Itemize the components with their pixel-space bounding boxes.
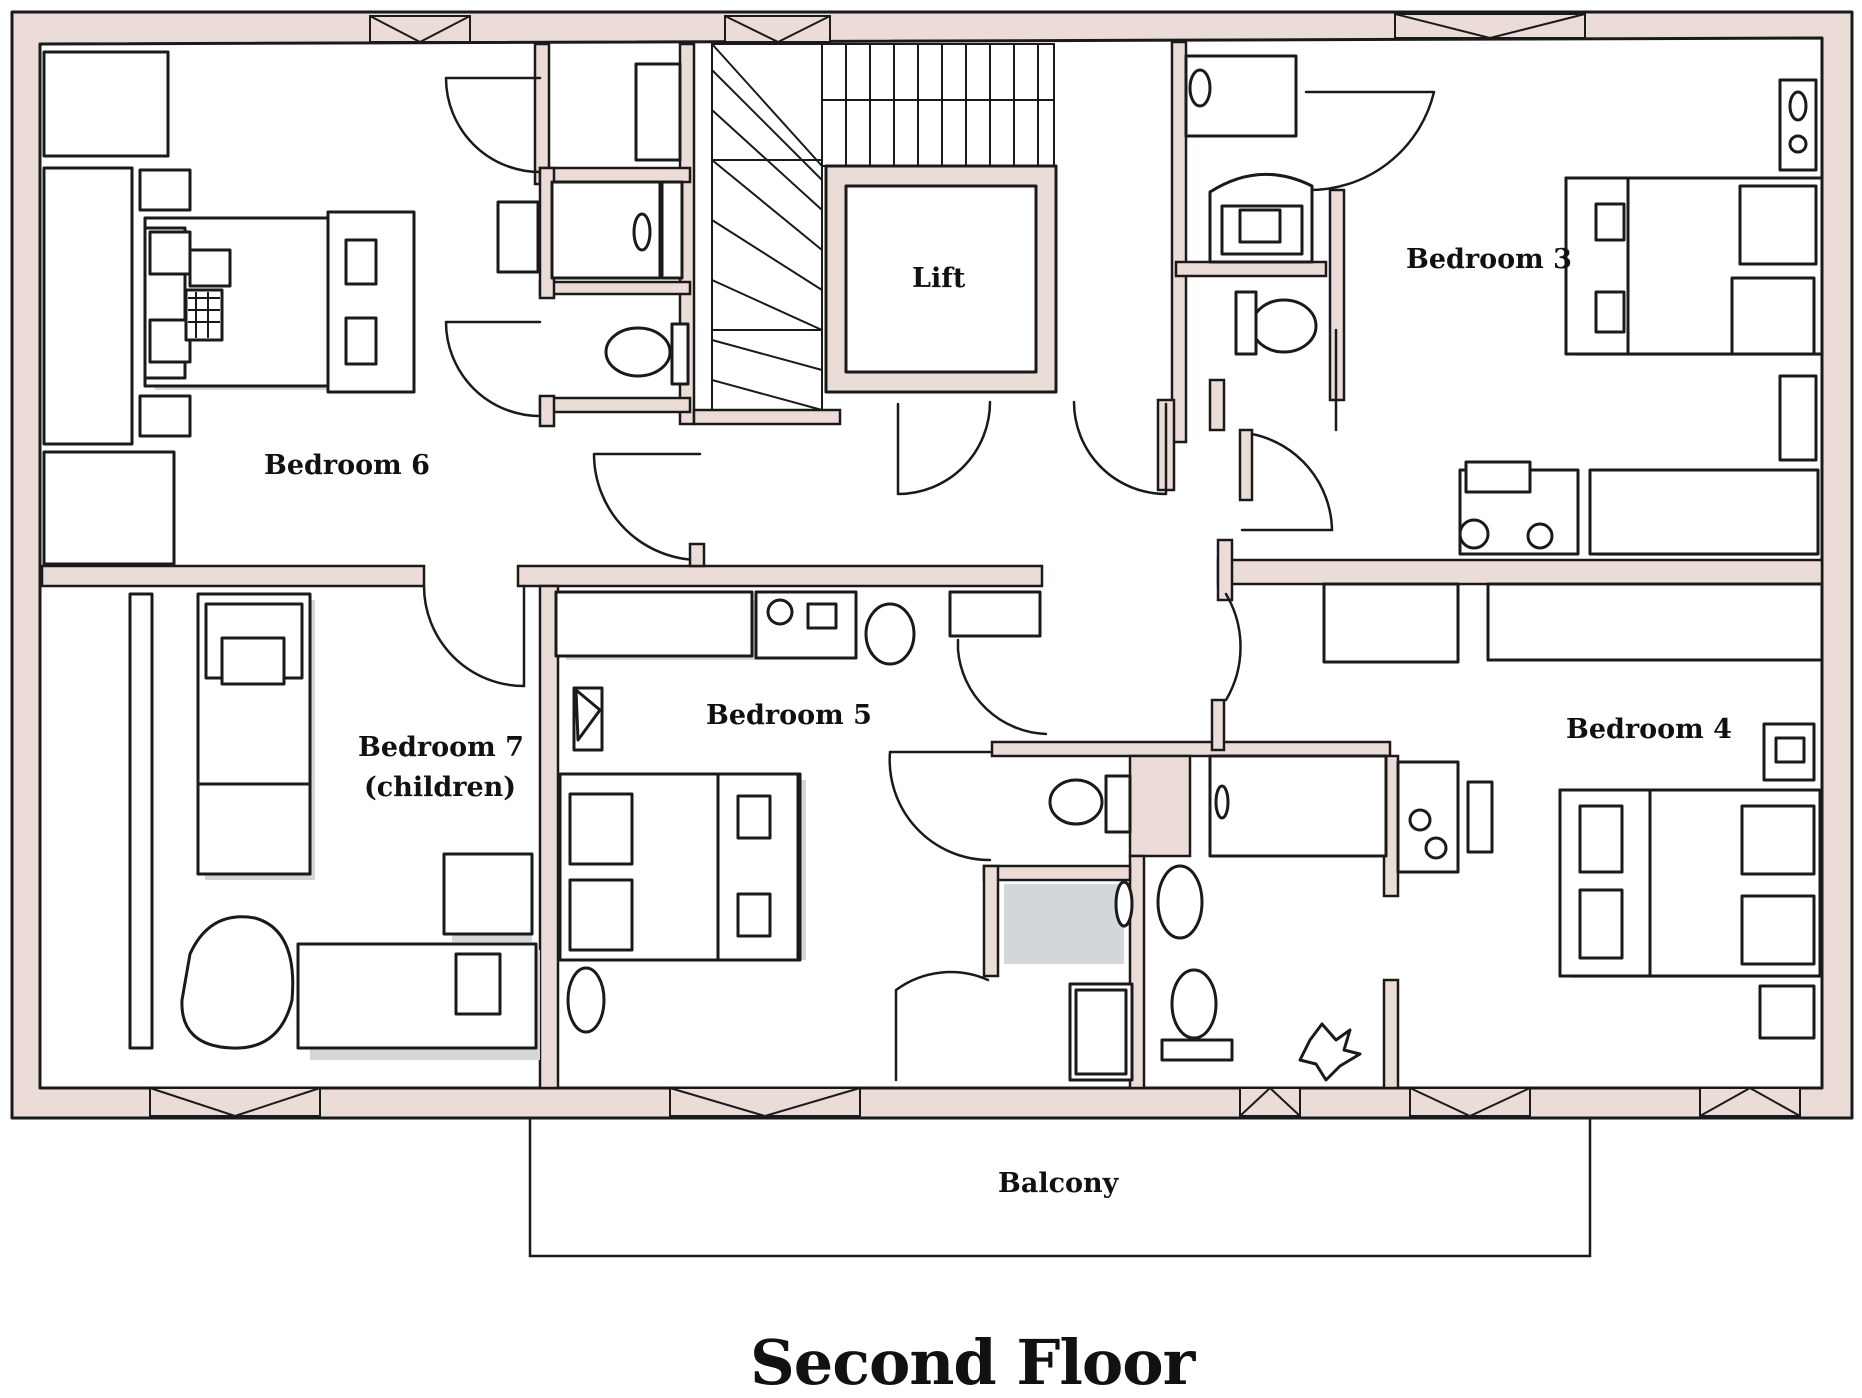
label-bedroom-6: Bedroom 6	[264, 450, 430, 481]
interior-walls	[40, 40, 1824, 1090]
room-labels: Lift Bedroom 3 Bedroom 6 Bedroom 5 Bedro…	[264, 244, 1732, 1199]
staircase	[711, 43, 1055, 411]
doors	[422, 76, 1436, 1082]
floor-title: Second Floor	[750, 1326, 1197, 1398]
label-bedroom-7-line1: Bedroom 7	[358, 732, 524, 763]
windows	[149, 13, 1801, 1118]
furniture	[42, 50, 1824, 1082]
label-bedroom-7-line2: (children)	[364, 772, 516, 803]
label-bedroom-3: Bedroom 3	[1406, 244, 1572, 275]
label-bedroom-5: Bedroom 5	[706, 700, 872, 731]
label-bedroom-4: Bedroom 4	[1566, 714, 1732, 745]
outer-walls	[10, 10, 1854, 1120]
label-lift: Lift	[912, 263, 966, 294]
label-balcony: Balcony	[998, 1168, 1120, 1199]
balcony	[528, 1116, 1592, 1258]
